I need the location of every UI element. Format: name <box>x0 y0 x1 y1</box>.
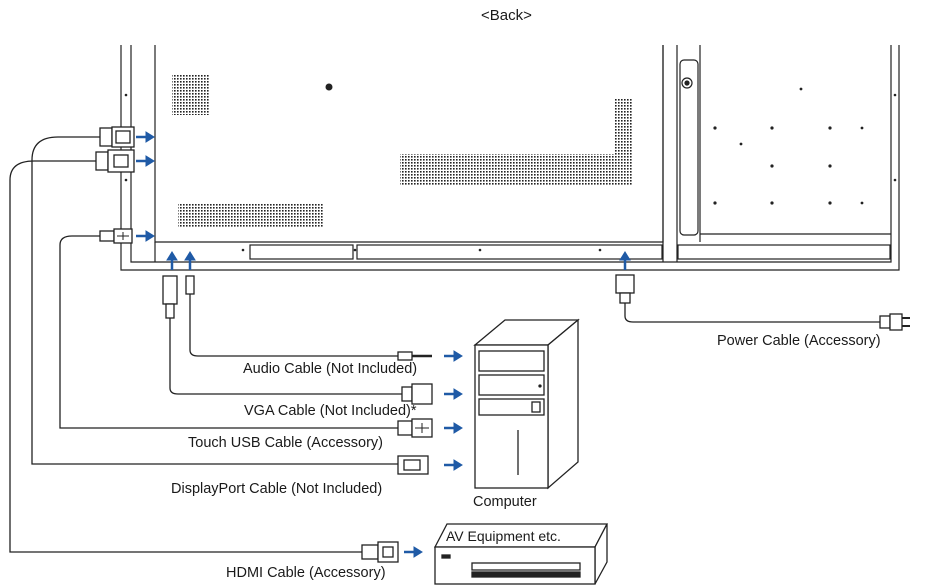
mount-holes <box>124 83 897 252</box>
av-equipment-label: AV Equipment etc. <box>446 528 561 544</box>
port-arrows-bottom <box>166 251 631 270</box>
displayport-connector <box>31 126 398 465</box>
displayport-cable-label: DisplayPort Cable (Not Included) <box>171 481 383 497</box>
cable-end-plugs <box>361 418 433 563</box>
computer-arrows <box>404 350 463 558</box>
hdmi-cable-label: HDMI Cable (Accessory) <box>226 565 386 581</box>
computer-tower <box>473 318 580 490</box>
touch-usb-cable-label: Touch USB Cable (Accessory) <box>188 435 384 451</box>
touch-usb-connector <box>59 228 398 429</box>
av-equipment-box <box>433 523 609 585</box>
vga-cable-label: VGA Cable (Not Included)* <box>244 403 417 419</box>
vent-grilles <box>172 75 632 227</box>
power-cable-label: Power Cable (Accessory) <box>717 333 881 349</box>
audio-connector <box>185 275 432 361</box>
vga-connector <box>162 275 433 405</box>
display-back-panel <box>120 45 900 271</box>
port-arrows-left <box>136 131 155 242</box>
power-connector <box>615 274 910 331</box>
computer-label: Computer <box>473 494 537 510</box>
page-heading: <Back> <box>481 7 532 24</box>
audio-cable-label: Audio Cable (Not Included) <box>243 361 418 377</box>
hdmi-connector <box>9 149 362 553</box>
